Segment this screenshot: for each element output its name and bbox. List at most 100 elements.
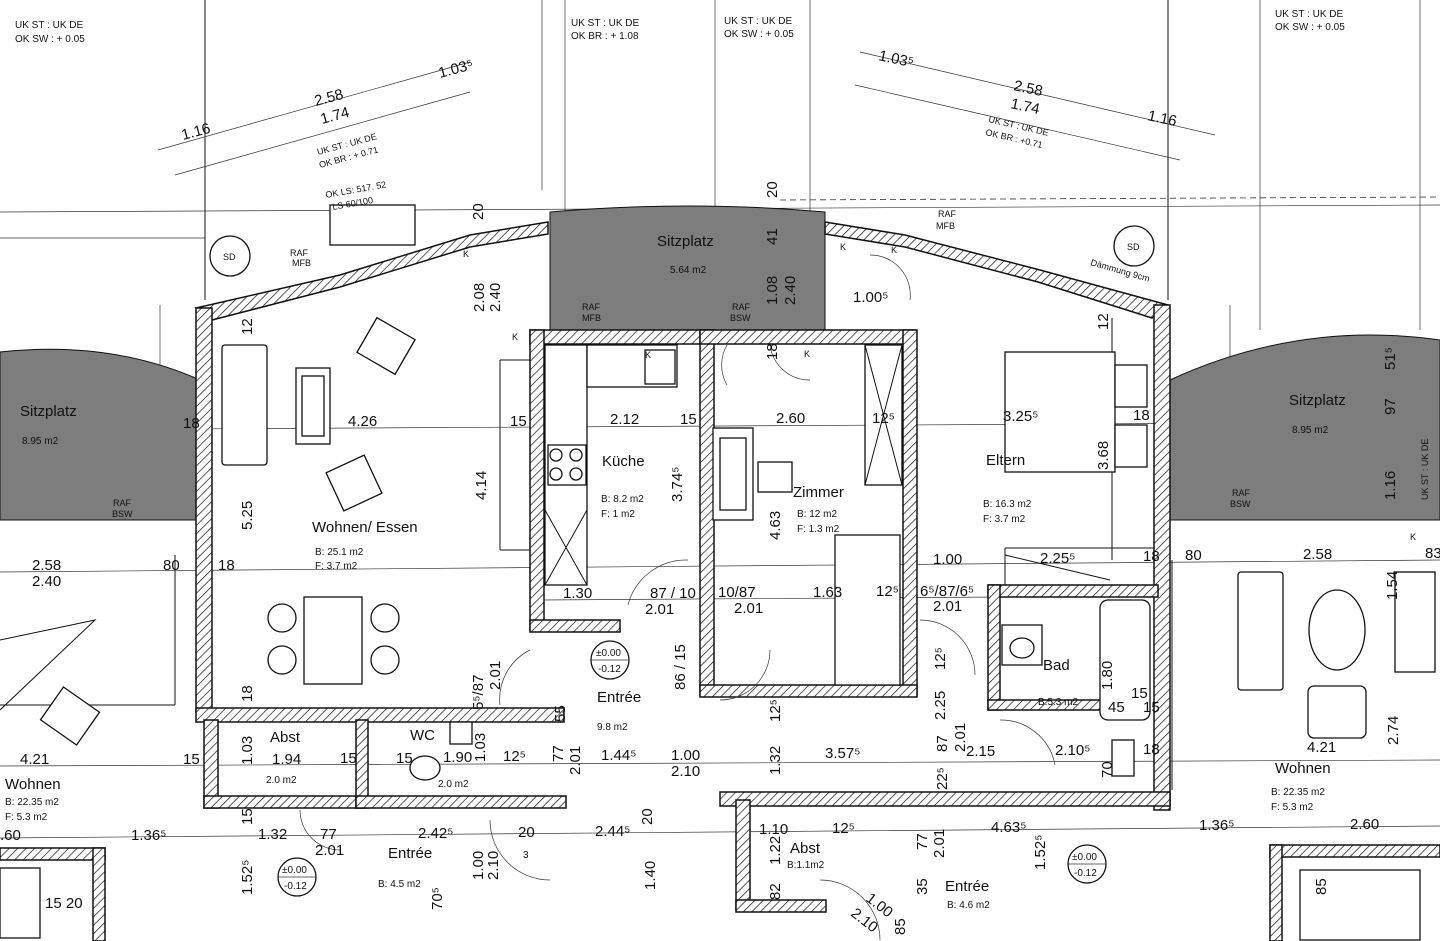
svg-text:1.10: 1.10 [759, 821, 788, 838]
svg-text:1.00: 1.00 [671, 747, 700, 764]
svg-text:2.01: 2.01 [487, 661, 504, 690]
svg-text:MFB: MFB [936, 221, 955, 231]
terrace-center [549, 205, 826, 331]
svg-text:1.80: 1.80 [1099, 661, 1116, 690]
svg-text:35: 35 [914, 878, 931, 895]
svg-text:F: 1.3 m2: F: 1.3 m2 [797, 524, 840, 535]
svg-text:87 / 10: 87 / 10 [650, 585, 696, 602]
svg-text:Sitzplatz: Sitzplatz [20, 403, 77, 420]
sofa [221, 344, 268, 466]
svg-text:87: 87 [934, 735, 951, 752]
sideboard-right [1394, 571, 1436, 673]
svg-text:5.64 m2: 5.64 m2 [670, 265, 707, 276]
svg-text:UK ST : UK DE: UK ST : UK DE [724, 16, 792, 27]
svg-text:15: 15 [680, 411, 697, 428]
svg-text:BSW: BSW [1230, 499, 1251, 509]
svg-text:5⁵/87: 5⁵/87 [470, 675, 487, 710]
svg-text:15: 15 [239, 808, 256, 825]
svg-text:18: 18 [1133, 407, 1150, 424]
svg-text:6⁵/87/6⁵: 6⁵/87/6⁵ [920, 583, 974, 600]
svg-text:8.95 m2: 8.95 m2 [1292, 425, 1329, 436]
svg-text:1.52⁵: 1.52⁵ [1032, 835, 1049, 870]
toilet [1111, 739, 1135, 777]
svg-text:18: 18 [183, 415, 200, 432]
svg-text:2.10⁵: 2.10⁵ [1055, 742, 1090, 759]
svg-text:F: 3.7 m2: F: 3.7 m2 [315, 561, 358, 572]
svg-text:51⁵: 51⁵ [1382, 347, 1399, 370]
svg-text:2.0 m2: 2.0 m2 [438, 779, 469, 790]
svg-text:2.25: 2.25 [932, 691, 949, 720]
svg-text:OK SW : + 0.05: OK SW : + 0.05 [1275, 22, 1345, 33]
svg-text:3.74⁵: 3.74⁵ [669, 467, 686, 502]
svg-text:RAF: RAF [938, 209, 957, 219]
svg-text:3.25⁵: 3.25⁵ [1003, 408, 1038, 425]
room-labels: Sitzplatz 5.64 m2 Sitzplatz 8.95 m2 Sitz… [5, 233, 1346, 911]
svg-text:82: 82 [767, 883, 784, 900]
svg-text:1.30: 1.30 [563, 585, 592, 602]
svg-text:Entrée: Entrée [597, 689, 641, 706]
svg-text:Sitzplatz: Sitzplatz [1289, 392, 1346, 409]
svg-text:K: K [1410, 532, 1416, 542]
svg-text:1.32: 1.32 [767, 746, 784, 775]
svg-text:.60: .60 [0, 827, 21, 844]
svg-text:Eltern: Eltern [986, 452, 1025, 469]
svg-text:SD: SD [1127, 242, 1140, 252]
svg-text:85: 85 [892, 918, 909, 935]
door-swings [299, 254, 1056, 941]
svg-text:1.22: 1.22 [767, 836, 784, 865]
svg-text:2.01: 2.01 [734, 600, 763, 617]
svg-text:B: 22.35 m2: B: 22.35 m2 [5, 797, 59, 808]
svg-text:-0.12: -0.12 [598, 664, 621, 675]
svg-text:70⁵: 70⁵ [429, 887, 446, 910]
svg-text:12⁵: 12⁵ [832, 820, 855, 837]
svg-text:1.03⁵: 1.03⁵ [437, 56, 476, 82]
svg-text:2.58: 2.58 [32, 557, 61, 574]
svg-text:18: 18 [1143, 741, 1160, 758]
svg-text:2.58: 2.58 [1012, 77, 1044, 100]
svg-text:18: 18 [218, 557, 235, 574]
svg-text:20: 20 [518, 824, 535, 841]
svg-text:1.00⁵: 1.00⁵ [853, 289, 888, 306]
svg-text:22⁵: 22⁵ [934, 767, 951, 790]
svg-text:B: 8.2 m2: B: 8.2 m2 [601, 494, 644, 505]
svg-text:OK SW : + 0.05: OK SW : + 0.05 [15, 34, 85, 45]
svg-text:18: 18 [764, 343, 781, 360]
svg-text:K: K [840, 242, 846, 252]
svg-text:OK BR : + 1.08: OK BR : + 1.08 [571, 31, 639, 42]
svg-text:45: 45 [1108, 699, 1125, 716]
svg-text:12⁵: 12⁵ [872, 410, 895, 427]
svg-text:1.00: 1.00 [933, 551, 962, 568]
svg-text:4.14: 4.14 [473, 471, 490, 500]
svg-text:2.08: 2.08 [471, 283, 488, 312]
svg-text:Bad: Bad [1043, 657, 1070, 674]
svg-text:1.03: 1.03 [239, 736, 256, 765]
svg-text:1.08: 1.08 [764, 276, 781, 305]
svg-text:2.10: 2.10 [671, 763, 700, 780]
svg-text:1.00: 1.00 [470, 851, 487, 880]
terraces [0, 205, 1440, 521]
svg-text:Wohnen: Wohnen [1275, 760, 1331, 777]
dimension-texts: 1.16 2.58 1.74 1.03⁵ 1.03⁵ 2.58 1.74 1.1… [0, 47, 1440, 936]
svg-text:K: K [645, 350, 651, 360]
chair [757, 461, 793, 493]
svg-text:86 / 15: 86 / 15 [672, 644, 689, 690]
svg-text:1.32: 1.32 [258, 826, 287, 843]
svg-text:RAF: RAF [582, 302, 601, 312]
svg-text:±0.00: ±0.00 [596, 648, 621, 659]
svg-text:F: 5.3 m2: F: 5.3 m2 [1271, 802, 1314, 813]
svg-text:3.68: 3.68 [1095, 441, 1112, 470]
armchair [356, 316, 416, 376]
svg-text:77: 77 [550, 745, 567, 762]
svg-text:1.40: 1.40 [642, 861, 659, 890]
svg-text:2.01: 2.01 [315, 842, 344, 859]
table-right [1308, 589, 1366, 671]
svg-text:1.36⁵: 1.36⁵ [1199, 817, 1234, 834]
svg-text:15: 15 [340, 750, 357, 767]
svg-text:B:5.3 m2: B:5.3 m2 [1038, 697, 1078, 708]
svg-text:2.58: 2.58 [1303, 546, 1332, 563]
svg-text:1.74: 1.74 [319, 104, 352, 128]
sofa-right [1237, 571, 1284, 691]
svg-text:5.25: 5.25 [239, 501, 256, 530]
svg-text:4.21: 4.21 [1307, 739, 1336, 756]
